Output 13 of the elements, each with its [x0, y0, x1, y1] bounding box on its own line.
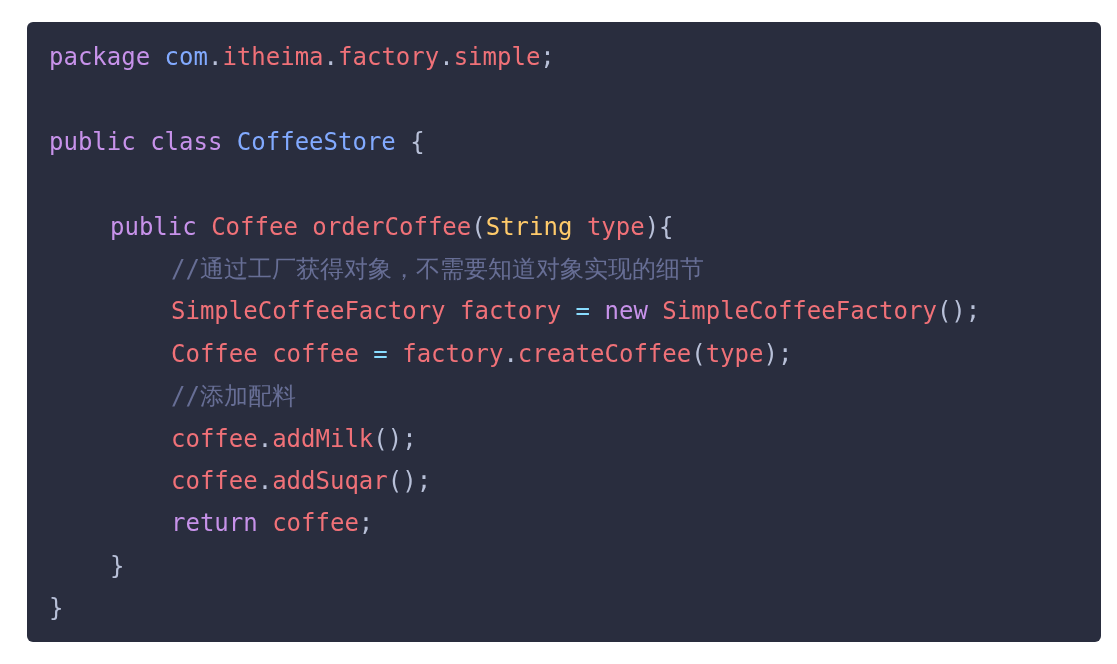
code-line: return coffee;: [171, 508, 374, 540]
code-line: public class CoffeeStore {: [49, 126, 425, 158]
code-line: SimpleCoffeeFactory factory = new SimpleCoffeeFactory();: [171, 296, 981, 328]
code-line: package com.itheima.factory.simple;: [49, 42, 555, 73]
code-line: coffee.addSuqar();: [171, 466, 432, 497]
code-line: public Coffee orderCoffee(String type){: [110, 211, 674, 243]
code-line: }: [110, 550, 125, 582]
code-line: }: [49, 593, 64, 625]
code-comment: //通过工厂获得对象，不需要知道对象实现的细节: [171, 254, 704, 285]
code-line: coffee.addMilk();: [171, 423, 417, 455]
code-block: [27, 22, 1101, 642]
code-line: Coffee coffee = factory.createCoffee(type);: [171, 338, 793, 370]
code-comment: //添加配料: [171, 381, 296, 413]
